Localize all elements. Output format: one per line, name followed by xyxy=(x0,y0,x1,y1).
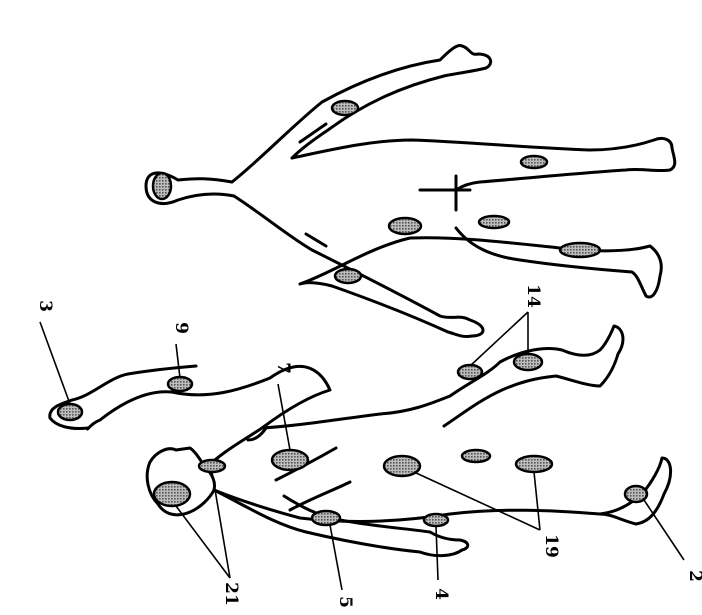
back-leg-top-outline xyxy=(292,138,675,190)
leader-5 xyxy=(330,525,342,590)
back-spot-calf xyxy=(560,243,600,257)
back-spot-lower-arm xyxy=(335,269,361,283)
leader-3 xyxy=(40,322,70,404)
front-spot-raised-calf xyxy=(514,354,542,370)
front-spot-wrist xyxy=(424,514,448,526)
front-spot-knee xyxy=(516,456,552,472)
back-spot-head xyxy=(153,173,171,199)
front-spot-elbow xyxy=(168,377,192,391)
front-spot-raised-thigh xyxy=(458,365,482,379)
back-arm-upper-outline xyxy=(232,46,491,182)
callout-4: 4 xyxy=(431,588,451,600)
front-spot-foot xyxy=(625,486,647,502)
leader-9 xyxy=(176,344,180,378)
front-spot-face xyxy=(199,460,225,472)
front-spot-chest xyxy=(272,450,308,470)
front-spot-thigh xyxy=(462,450,490,462)
front-spot-forearm xyxy=(312,511,340,525)
callout-7: 7 xyxy=(273,362,293,374)
front-spot-head-side xyxy=(154,482,190,506)
leader-21b xyxy=(212,472,230,578)
leader-4 xyxy=(436,526,438,580)
back-spot-upper-arm xyxy=(332,101,358,115)
callout-5: 5 xyxy=(335,596,355,608)
front-torso-upper-outline xyxy=(262,326,623,428)
callout-14: 14 xyxy=(523,284,543,308)
back-view-figure xyxy=(146,46,675,337)
leader-21a xyxy=(176,506,230,578)
back-spot-buttock xyxy=(389,218,421,234)
front-view-figure xyxy=(50,326,671,556)
back-arm-seam-lower xyxy=(306,234,326,246)
callout-2: 2 xyxy=(685,570,702,582)
front-waist-line-2 xyxy=(290,482,350,510)
leader-19b xyxy=(534,472,540,530)
leader-2 xyxy=(644,500,684,560)
front-spot-hand xyxy=(58,404,82,420)
back-leg-bottom-outline xyxy=(300,228,661,297)
callout-3: 3 xyxy=(35,300,55,312)
back-spot-thigh-mid xyxy=(479,216,509,228)
callout-9: 9 xyxy=(171,322,191,334)
back-arm-lower-outline xyxy=(234,196,483,337)
back-spot-thigh-top xyxy=(521,156,547,168)
callout-21: 21 xyxy=(221,582,241,606)
callout-labels: 3 9 7 14 19 21 5 4 2 xyxy=(35,284,702,608)
callout-19: 19 xyxy=(541,534,561,558)
